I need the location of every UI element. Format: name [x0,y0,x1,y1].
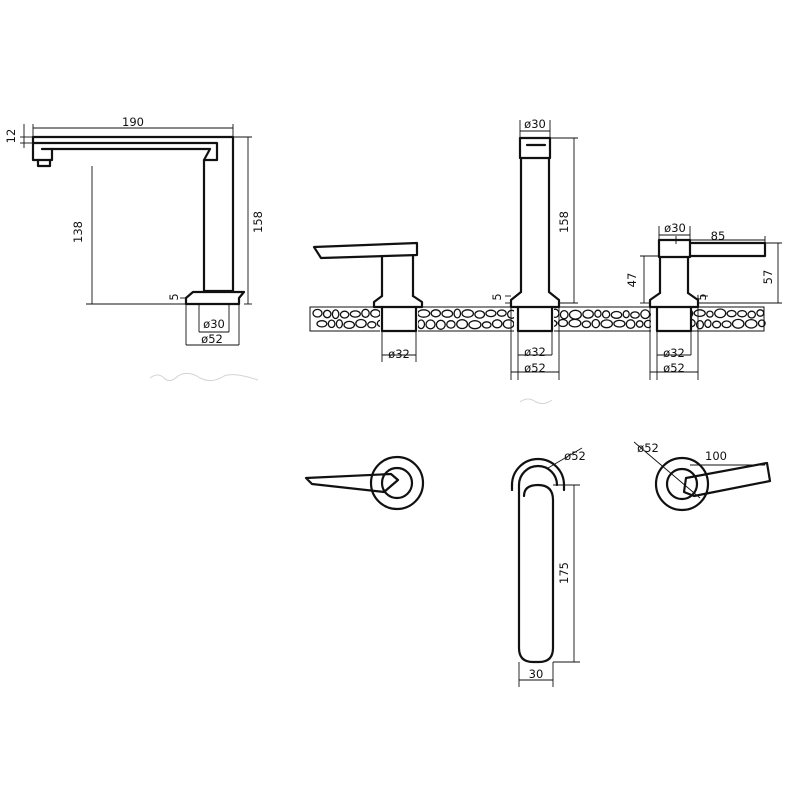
countertop-stone [430,309,442,318]
countertop-stone [453,308,462,319]
countertop-stone [757,319,766,328]
center-spout-top [510,457,566,664]
countertop-stone [461,309,475,318]
center-spout-front [509,136,561,333]
countertop-stone [601,310,611,319]
dim-center-spout-dia-52: ø52 [524,361,546,375]
dim-top-spout-length: 175 [557,562,571,584]
countertop-stone [706,310,714,318]
right-handle-top [654,456,772,512]
countertop-stone [355,318,367,329]
countertop-stone [744,318,758,329]
countertop-slab [309,306,766,332]
dim-side-base-gap: 5 [167,293,181,300]
countertop-stone [468,320,482,330]
dim-spout-total-height: 158 [251,211,265,233]
countertop-stone [491,319,503,329]
countertop-stone [591,318,601,329]
countertop-stone [557,318,569,328]
countertop-stone [594,309,602,318]
dim-top-spout-dia: ø52 [564,449,586,463]
countertop-stone [613,319,626,328]
countertop-stone [736,309,748,318]
countertop-stone [756,309,765,317]
dim-top-spout-width: 30 [529,667,544,681]
dim-center-spout-gap: 5 [490,293,504,300]
dim-right-handle-gap: 5 [695,293,709,300]
dim-right-handle-dia-32: ø32 [663,346,685,360]
countertop-stone [622,310,630,319]
countertop-stone [714,308,727,319]
dim-right-handle-dia-30: ø30 [664,221,686,235]
countertop-stone [456,319,469,330]
dim-spout-thickness: 12 [4,129,18,144]
countertop-stone [726,309,737,318]
dim-right-handle-dia-52: ø52 [663,361,685,375]
countertop-stone [474,310,486,319]
left-handle-front [312,241,424,333]
countertop-stone [559,309,569,320]
right-handle-front [648,238,767,333]
countertop-stone [339,310,350,319]
countertop-stone [425,319,436,330]
countertop-stone [435,319,446,330]
countertop-stone [496,309,507,317]
countertop-stone [610,310,623,319]
countertop-stone [331,309,340,320]
right-handle-top-dimensions [633,441,765,499]
countertop-stone [481,321,492,329]
countertop-stone [582,309,594,319]
countertop-stone [327,319,336,329]
dim-top-rhandle-lever: 100 [705,449,727,463]
dim-center-spout-dia-32: ø32 [524,345,546,359]
countertop-stone [731,318,745,329]
countertop-stone [343,320,356,330]
countertop-stone [485,309,497,318]
countertop-stone [635,320,644,328]
right-handle-dimensions [640,226,782,380]
countertop-stone [502,319,515,329]
dim-right-handle-height-57: 57 [761,270,775,285]
dim-center-spout-height: 158 [557,211,571,233]
countertop-stone [361,308,370,318]
countertop-stone [704,319,712,329]
countertop-stone [316,320,328,328]
dim-spout-length: 190 [122,115,144,129]
countertop-stone [747,310,757,319]
dim-side-dia-30: ø30 [203,317,225,331]
left-handle-top [304,455,425,511]
countertop-stone [441,309,454,318]
dim-side-dia-52: ø52 [201,332,223,346]
left-handle-dimensions [381,331,417,362]
countertop-stone [349,310,361,318]
countertop-stone [367,321,377,329]
countertop-stone [630,311,640,319]
countertop-stone [446,320,456,329]
countertop-stone [695,319,705,330]
center-spout-top-dimensions [518,447,583,687]
countertop-stone [581,320,592,329]
dim-right-handle-height-47: 47 [625,273,639,288]
countertop-stone [600,319,614,329]
countertop-stone [322,309,332,319]
spout-side-view [31,135,246,306]
dim-spout-outlet-height: 138 [71,221,85,243]
watermark-smudge [149,372,553,405]
countertop-stone [312,308,323,318]
countertop-stone [568,318,582,328]
spout-side-dimensions [20,124,252,346]
countertop-stone [625,319,636,330]
dim-center-spout-top-dia: ø30 [524,117,546,131]
dim-left-handle-dia-32: ø32 [388,347,410,361]
dim-right-handle-lever: 85 [711,229,726,243]
center-spout-dimensions [505,120,578,380]
dim-top-rhandle-dia: ø52 [637,441,659,455]
countertop-stone [711,320,722,329]
countertop-stone [721,320,732,329]
countertop-stone [693,309,706,318]
countertop-stone [335,319,344,329]
